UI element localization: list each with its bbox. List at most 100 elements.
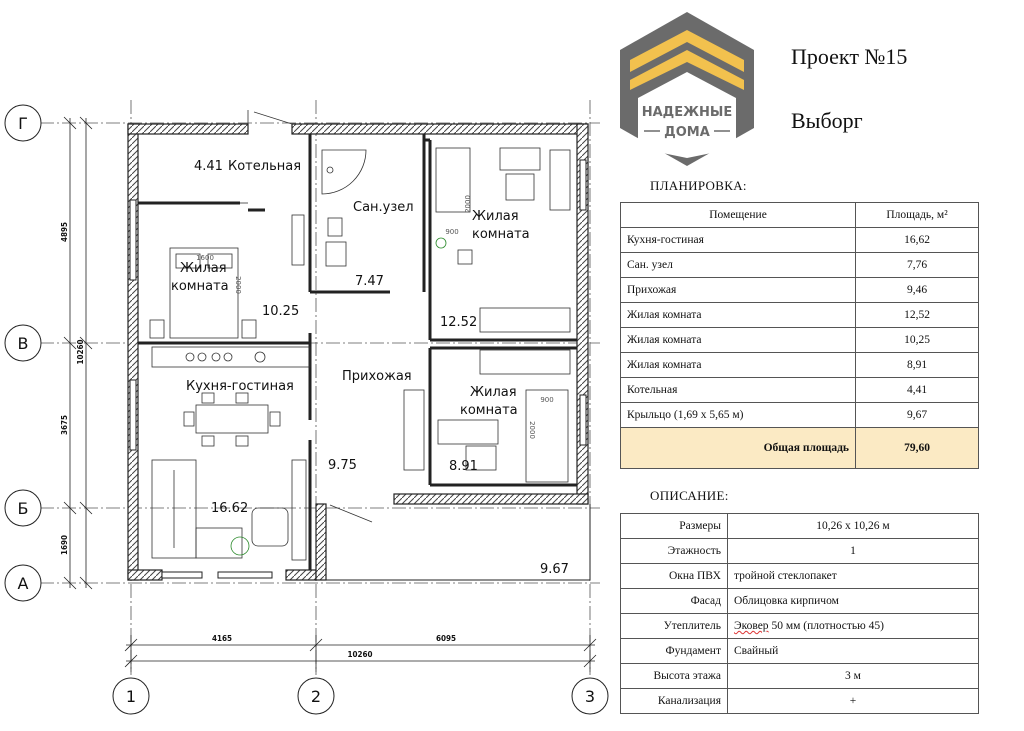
value-cell: Эковер 50 мм (плотностью 45) (727, 613, 979, 639)
room-cell: Жилая комната (620, 327, 856, 353)
value-cell: 10,26 х 10,26 м (727, 513, 979, 539)
table-header-row: Помещение Площадь, м² (620, 202, 979, 228)
room-cell: Жилая комната (620, 352, 856, 378)
axis-bubbles-cols (112, 677, 609, 715)
table-row: Жилая комната 8,91 (620, 352, 979, 378)
area-cell: 10,25 (855, 327, 979, 353)
col-area-header: Площадь, м² (855, 202, 979, 228)
kitchen-name: Кухня-гостиная (186, 379, 294, 394)
param-cell: Фасад (620, 588, 728, 614)
value-cell: 3 м (727, 663, 979, 689)
dim-left-total: 10260 (76, 339, 85, 364)
dim-left-1: 4895 (60, 222, 69, 242)
room-cell: Сан. узел (620, 252, 856, 278)
param-cell: Утеплитель (620, 613, 728, 639)
bath-area: 7.47 (355, 274, 384, 289)
room-cell: Прихожая (620, 277, 856, 303)
table-row: Размеры 10,26 х 10,26 м (620, 513, 979, 539)
bed-se-line2: комната (460, 403, 518, 418)
col-room-header: Помещение (620, 202, 856, 228)
bed-ne-line2: комната (472, 227, 530, 242)
table-row: Сан. узел 7,76 (620, 252, 979, 278)
value-word: Эковер (734, 620, 769, 632)
area-cell: 9,46 (855, 277, 979, 303)
value-cell: тройной стеклопакет (727, 563, 979, 589)
bed-se-area: 8.91 (449, 459, 478, 474)
table-row: Прихожая 9,46 (620, 277, 979, 303)
bed-w-width-mark: 1600 (196, 254, 214, 262)
interior-walls (138, 134, 577, 570)
table-row: Высота этажа 3 м (620, 663, 979, 689)
planning-table: Помещение Площадь, м² Кухня-гостиная 16,… (620, 202, 979, 469)
value-cell: Облицовка кирпичом (727, 588, 979, 614)
bed-se-width-mark: 900 (540, 396, 553, 404)
boiler-name: Котельная (228, 159, 301, 174)
value-cell: Свайный (727, 638, 979, 664)
value-cell: + (727, 688, 979, 714)
axis-label-a: А (18, 574, 29, 593)
dim-left-2: 3675 (60, 415, 69, 435)
bed-w-length-mark: 2000 (234, 276, 242, 294)
bed-se-length-mark: 2000 (528, 421, 536, 439)
bed-ne-length-mark: 2000 (464, 195, 472, 213)
table-row: Канализация + (620, 688, 979, 714)
table-row: Фундамент Свайный (620, 638, 979, 664)
dimension-lines-left (63, 116, 93, 590)
floor-plan: Г В Б А 1 2 3 4895 3675 1690 10260 4165 … (4, 100, 609, 715)
room-cell: Кухня-гостиная (620, 227, 856, 253)
bath-name: Сан.узел (353, 200, 414, 215)
company-logo: НАДЕЖНЫЕ ДОМА (620, 12, 754, 166)
bed-w-line2: комната (171, 279, 229, 294)
dim-bottom-1: 4165 (212, 634, 232, 643)
axis-label-b: Б (18, 499, 29, 518)
bed-ne-area: 12.52 (440, 315, 477, 330)
area-cell: 12,52 (855, 302, 979, 328)
table-row: Утеплитель Эковер 50 мм (плотностью 45) (620, 613, 979, 639)
dim-left-3: 1690 (60, 535, 69, 555)
doors (240, 110, 373, 523)
dim-bottom-total: 10260 (347, 650, 372, 659)
porch-area: 9.67 (540, 562, 569, 577)
dimension-lines-bottom (124, 635, 597, 672)
furniture (149, 147, 571, 561)
axis-bubbles-rows (4, 104, 42, 602)
bed-se-line1: Жилая (470, 385, 517, 400)
area-cell: 16,62 (855, 227, 979, 253)
table-row: Кухня-гостиная 16,62 (620, 227, 979, 253)
planning-heading: ПЛАНИРОВКА: (650, 178, 747, 193)
area-cell: 9,67 (855, 402, 979, 428)
room-cell: Жилая комната (620, 302, 856, 328)
param-cell: Канализация (620, 688, 728, 714)
value-rest: 50 мм (плотностью 45) (768, 620, 884, 632)
total-row: Общая площадь 79,60 (620, 427, 979, 469)
axis-label-3: 3 (585, 687, 595, 706)
bed-w-area: 10.25 (262, 304, 299, 319)
axis-label-1: 1 (126, 687, 136, 706)
boiler-area: 4.41 (194, 159, 223, 174)
axis-label-v: В (18, 334, 29, 353)
param-cell: Фундамент (620, 638, 728, 664)
axis-label-2: 2 (311, 687, 321, 706)
bed-w-line1: Жилая (180, 261, 227, 276)
dim-bottom-2: 6095 (436, 634, 456, 643)
area-cell: 8,91 (855, 352, 979, 378)
description-heading: ОПИСАНИЕ: (650, 488, 729, 503)
hall-name: Прихожая (342, 369, 412, 384)
logo-line1: НАДЕЖНЫЕ (642, 105, 733, 120)
area-cell: 4,41 (855, 377, 979, 403)
room-cell: Котельная (620, 377, 856, 403)
param-cell: Высота этажа (620, 663, 728, 689)
description-table: Размеры 10,26 х 10,26 м Этажность 1 Окна… (620, 513, 979, 714)
value-cell: 1 (727, 538, 979, 564)
table-row: Этажность 1 (620, 538, 979, 564)
total-label: Общая площадь (620, 427, 856, 469)
bed-ne-width-mark: 900 (445, 228, 458, 236)
logo-line2: ДОМА (664, 125, 710, 140)
table-row: Жилая комната 10,25 (620, 327, 979, 353)
hall-area: 9.75 (328, 458, 357, 473)
total-value: 79,60 (855, 427, 979, 469)
windows (129, 159, 587, 579)
axis-label-g: Г (18, 114, 28, 133)
kitchen-area: 16.62 (211, 501, 248, 516)
table-row: Фасад Облицовка кирпичом (620, 588, 979, 614)
